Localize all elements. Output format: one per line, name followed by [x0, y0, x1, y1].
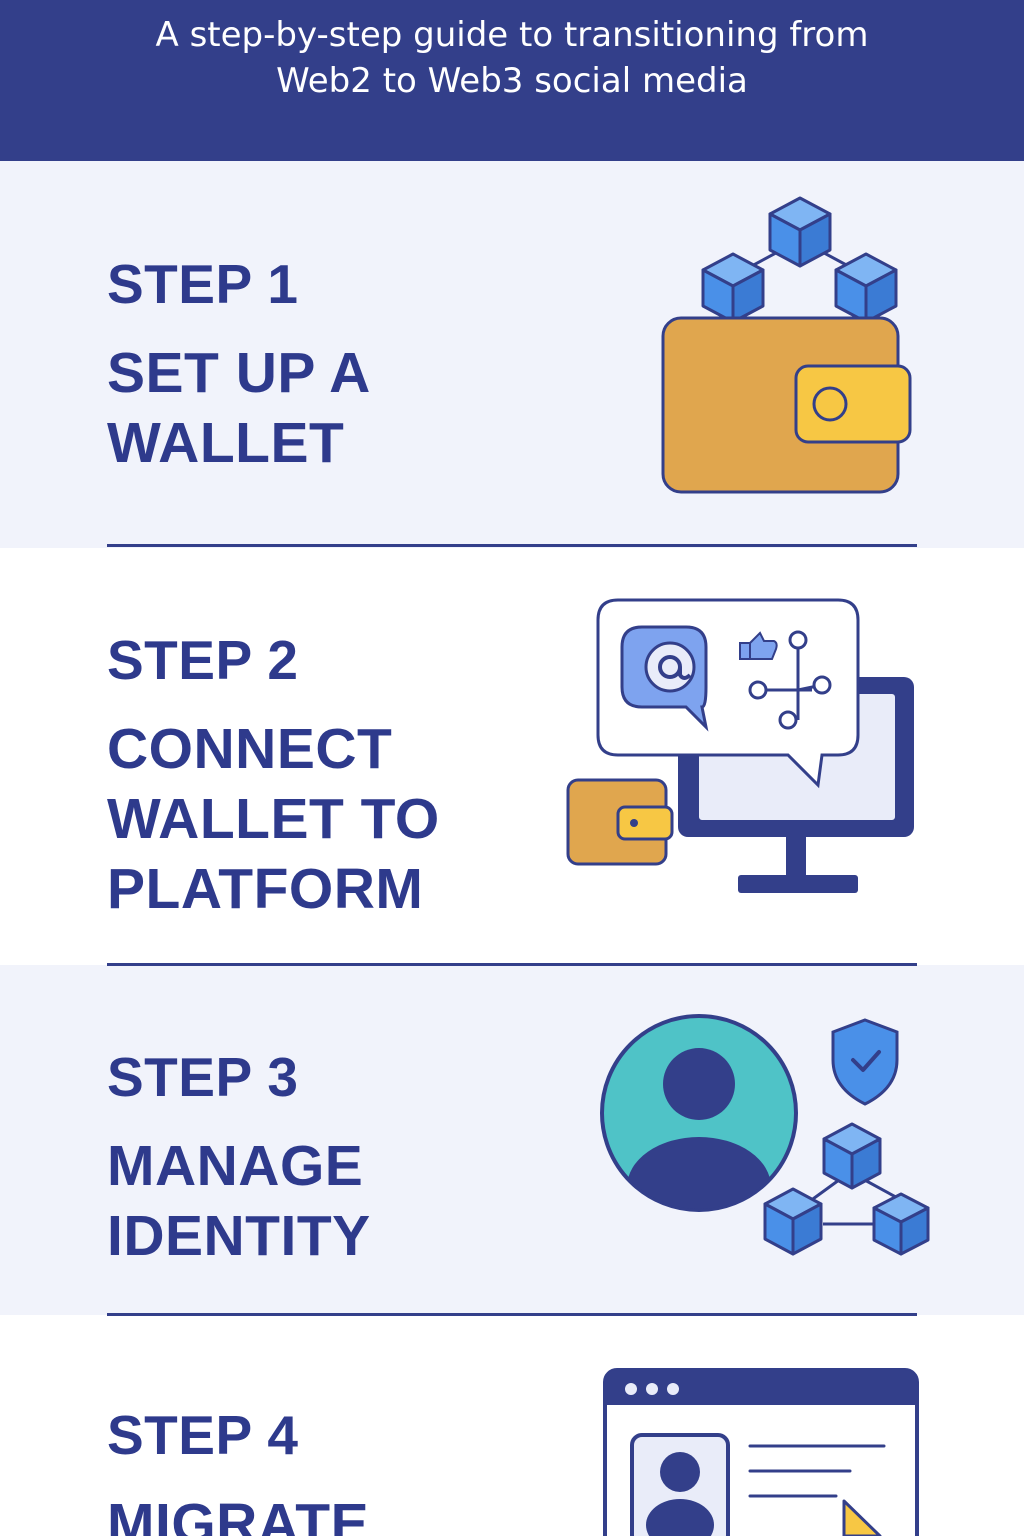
- cube-icon: [701, 252, 765, 324]
- identity-icon: [600, 1014, 930, 1256]
- step-4-number: STEP 4: [107, 1404, 299, 1466]
- cube-icon: [872, 1192, 930, 1256]
- section-divider: [107, 1313, 917, 1316]
- wallet-blockchain-icon: [661, 196, 912, 494]
- step-1-title: SET UP A WALLET: [107, 341, 371, 475]
- header-title-line-1: A step-by-step guide to transitioning fr…: [155, 15, 869, 55]
- step-3-title: MANAGE IDENTITY: [107, 1134, 371, 1268]
- connect-platform-icon: [566, 598, 914, 893]
- step-3-number: STEP 3: [107, 1046, 299, 1108]
- step-1-number: STEP 1: [107, 253, 299, 315]
- cube-icon: [822, 1122, 882, 1190]
- step-4-text: STEP 4 MIGRATE: [107, 1405, 369, 1536]
- step-2-number: STEP 2: [107, 629, 299, 691]
- step-2-title: CONNECT WALLET TO PLATFORM: [107, 717, 440, 921]
- step-3-text: STEP 3 MANAGE IDENTITY: [107, 1047, 371, 1271]
- step-4-title: MIGRATE: [107, 1492, 370, 1536]
- header-title-line-2: Web2 to Web3 social media: [276, 61, 748, 101]
- section-divider: [107, 544, 917, 547]
- cube-icon: [763, 1187, 823, 1256]
- browser-profile-icon: [603, 1368, 919, 1536]
- shield-check-icon: [831, 1018, 899, 1106]
- step-2-text: STEP 2 CONNECT WALLET TO PLATFORM: [107, 630, 440, 924]
- cube-icon: [768, 196, 832, 268]
- header-banner: A step-by-step guide to transitioning fr…: [0, 0, 1024, 161]
- section-divider: [107, 963, 917, 966]
- avatar-icon: [660, 1452, 700, 1492]
- cube-icon: [834, 252, 898, 324]
- step-1-text: STEP 1 SET UP A WALLET: [107, 254, 371, 478]
